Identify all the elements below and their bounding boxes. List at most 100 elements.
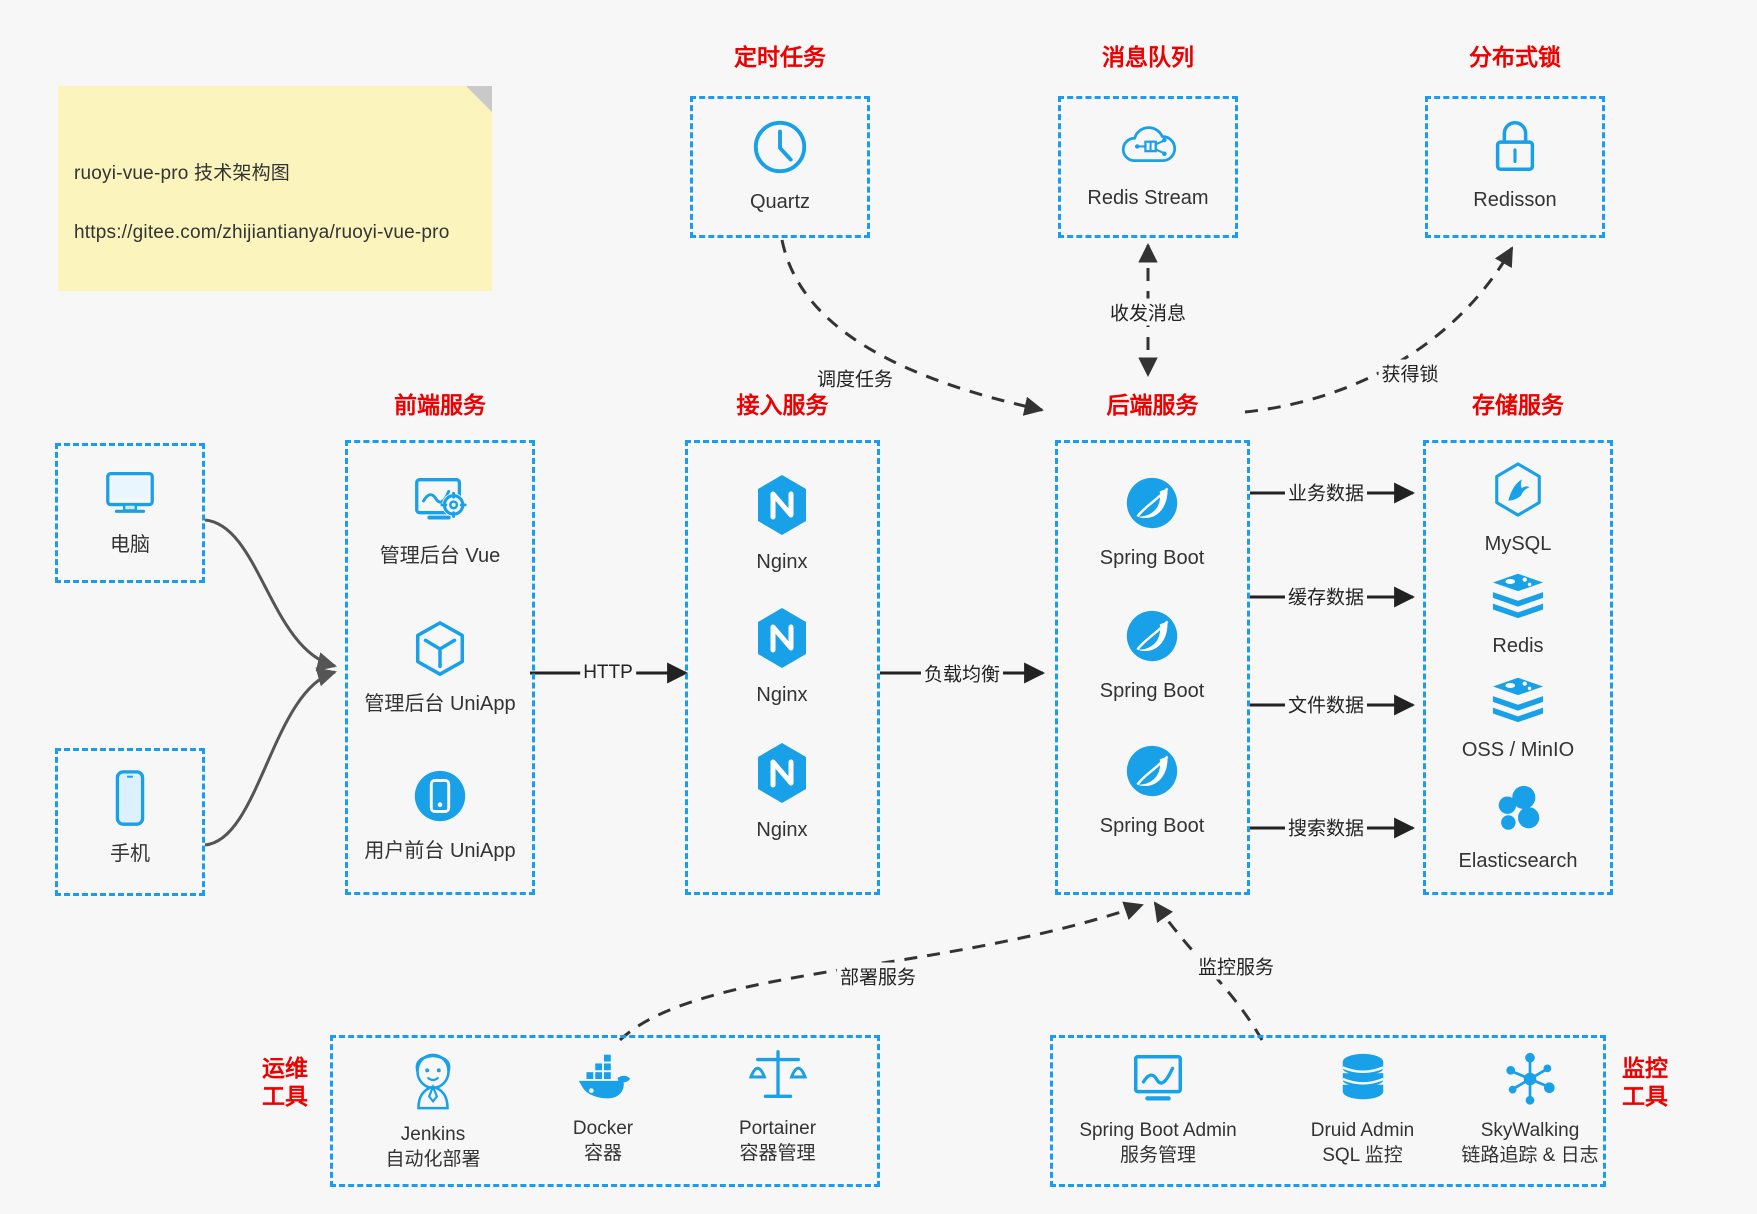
node-nginx-3[interactable]: Nginx [692,740,872,843]
node-portainer[interactable]: Portainer 容器管理 [690,1046,865,1166]
group-title-monitor: 监控 工具 [1622,1055,1668,1109]
group-monitor [1050,1035,1606,1187]
node-nginx-2[interactable]: Nginx [692,605,872,708]
node-label: OSS / MinIO [1461,739,1575,761]
database-icon [1336,1050,1390,1113]
node-label: Nginx [756,684,808,706]
group-title-frontend: 前端服务 [394,392,486,418]
node-label: Redis Stream [1087,187,1209,209]
node-label: Elasticsearch [1458,850,1578,872]
node-spring-boot-3[interactable]: Spring Boot [1062,740,1242,839]
group-phone [55,748,205,896]
node-label: Redisson [1473,189,1557,211]
node-label: Nginx [756,551,808,573]
mobile-circle-icon [409,765,471,832]
group-storage [1423,440,1613,895]
nginx-icon [752,740,812,811]
node-phone[interactable]: 手机 [65,768,195,867]
edge-pc-to-frontend [204,518,337,672]
group-devops [330,1035,880,1187]
edge-label-cache-data: 缓存数据 [1284,582,1368,610]
node-docker[interactable]: Docker 容器 [518,1050,688,1166]
node-label: Quartz [749,191,811,213]
node-redisson[interactable]: Redisson [1435,116,1595,213]
node-label: Docker 容器 [572,1118,634,1164]
cloud-stream-icon [1117,118,1179,179]
node-label: MySQL [1484,533,1552,555]
node-jenkins[interactable]: Jenkins 自动化部署 [348,1050,518,1172]
node-admin-uniapp[interactable]: 管理后台 UniApp [350,618,530,717]
node-spring-boot-1[interactable]: Spring Boot [1062,472,1242,571]
node-label: Spring Boot Admin 服务管理 [1079,1120,1237,1166]
mobile-icon [108,768,152,835]
edge-label-acquire-lock: 获得锁 [1378,359,1442,387]
nginx-icon [752,472,812,543]
group-pc [55,443,205,583]
node-redis-stream[interactable]: Redis Stream [1068,118,1228,211]
node-quartz[interactable]: Quartz [700,116,860,215]
group-backend [1055,440,1250,895]
scales-icon [748,1046,808,1111]
node-mysql[interactable]: MySQL [1428,460,1608,557]
group-title-mq: 消息队列 [1102,44,1194,70]
node-label: 管理后台 Vue [379,545,501,567]
edge-phone-to-frontend [204,667,337,847]
edge-label-deploy-service: 部署服务 [836,962,920,990]
node-druid-admin[interactable]: Druid Admin SQL 监控 [1280,1050,1445,1168]
group-frontend [345,440,535,895]
node-label: Jenkins 自动化部署 [385,1124,481,1170]
monitor-chart-icon [1128,1050,1188,1113]
group-gateway [685,440,880,895]
group-mq [1058,96,1238,238]
group-title-backend: 后端服务 [1106,392,1199,418]
group-lock [1425,96,1605,238]
group-title-gateway: 接入服务 [736,392,829,418]
group-title-scheduler: 定时任务 [734,44,826,70]
edge-label-schedule-task: 调度任务 [813,364,897,392]
node-skywalking[interactable]: SkyWalking 链路追踪 & 日志 [1440,1050,1620,1168]
edge-backend-to-lock [1244,246,1514,414]
skywalking-icon [1501,1050,1559,1113]
node-label: 电脑 [110,534,150,556]
docker-icon [571,1050,635,1111]
edge-label-business-data: 业务数据 [1284,478,1368,506]
node-spring-boot-admin[interactable]: Spring Boot Admin 服务管理 [1058,1050,1258,1168]
spring-boot-icon [1121,472,1183,539]
node-spring-boot-2[interactable]: Spring Boot [1062,605,1242,704]
sticky-note: ruoyi-vue-pro 技术架构图 https://gitee.com/zh… [58,86,492,291]
desktop-icon [99,463,161,526]
edge-label-search-data: 搜索数据 [1284,813,1368,841]
note-line-2: https://gitee.com/zhijiantianya/ruoyi-vu… [74,221,450,243]
node-label: Spring Boot [1099,680,1205,702]
dashboard-gear-icon [408,472,472,537]
node-label: 管理后台 UniApp [364,693,516,715]
node-label: Druid Admin SQL 监控 [1310,1120,1415,1166]
node-label: Nginx [756,819,808,841]
node-oss-minio[interactable]: OSS / MinIO [1428,672,1608,763]
node-user-uniapp[interactable]: 用户前台 UniApp [350,765,530,864]
node-admin-vue[interactable]: 管理后台 Vue [350,472,530,569]
node-label: Spring Boot [1099,547,1205,569]
node-nginx-1[interactable]: Nginx [692,472,872,575]
spring-boot-icon [1121,605,1183,672]
group-title-lock: 分布式锁 [1469,44,1561,70]
hexagon-cube-icon [408,618,472,685]
clock-icon [749,116,811,183]
spring-boot-icon [1121,740,1183,807]
jenkins-icon [403,1050,463,1117]
group-title-storage: 存储服务 [1472,392,1564,418]
note-fold-icon [466,86,492,112]
node-pc[interactable]: 电脑 [65,463,195,558]
mysql-icon [1489,460,1547,525]
node-elasticsearch[interactable]: Elasticsearch [1428,783,1608,874]
node-redis[interactable]: Redis [1428,568,1608,659]
node-label: SkyWalking 链路追踪 & 日志 [1461,1120,1599,1166]
node-label: 手机 [110,843,150,865]
redis-icon [1489,568,1547,627]
edge-label-load-balance: 负载均衡 [920,659,1004,687]
edge-label-monitor-service: 监控服务 [1194,952,1278,980]
edge-label-http: HTTP [580,662,636,684]
nginx-icon [752,605,812,676]
redis-icon [1489,672,1547,731]
